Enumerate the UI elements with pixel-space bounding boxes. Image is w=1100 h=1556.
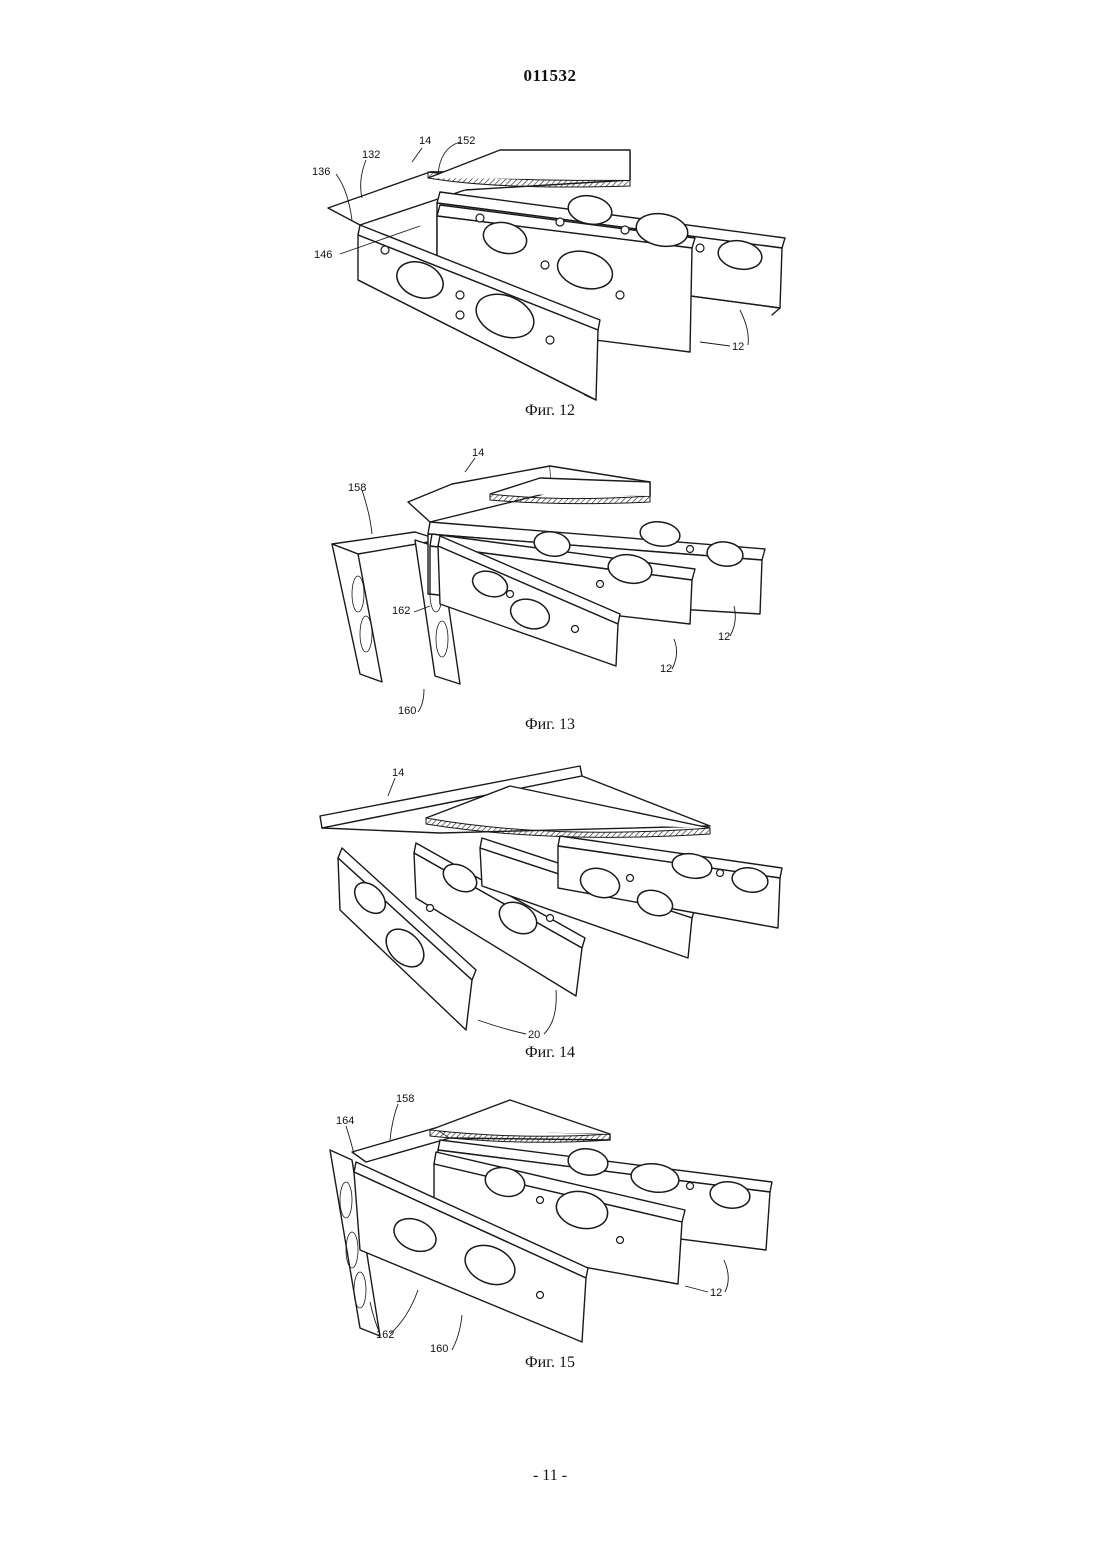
figure-15: 158 164 162 160 12 Фиг. 15 [300,1090,800,1390]
page-number: - 11 - [0,1467,1100,1485]
figure-13-caption: Фиг. 13 [300,716,800,734]
ref-158: 158 [396,1093,414,1105]
ref-164: 164 [336,1115,354,1127]
ref-14: 14 [472,447,484,459]
figure-12: 136 132 14 152 146 12 Фиг. 12 [300,130,800,430]
figure-12-drawing: 136 132 14 152 146 12 [300,130,800,410]
ref-14: 14 [392,767,404,779]
figure-15-caption: Фиг. 15 [300,1354,800,1372]
ref-14: 14 [419,135,431,147]
figure-13-drawing: 14 158 162 160 12 12 [300,444,800,724]
ref-20: 20 [528,1029,540,1041]
ref-132: 132 [362,149,380,161]
document-number: 011532 [0,66,1100,86]
ref-12: 12 [710,1287,722,1299]
ref-136: 136 [312,166,330,178]
ref-12: 12 [660,663,672,675]
figure-13: 14 158 162 160 12 12 Фиг. 13 [300,444,800,744]
figure-14-drawing: 14 20 [300,758,800,1048]
ref-158: 158 [348,482,366,494]
ref-12: 12 [732,341,744,353]
ref-146: 146 [314,249,332,261]
ref-12-second: 12 [718,631,730,643]
figure-14-caption: Фиг. 14 [300,1044,800,1062]
figure-15-drawing: 158 164 162 160 12 [300,1090,800,1370]
ref-152: 152 [457,135,475,147]
ref-162: 162 [392,605,410,617]
figure-12-caption: Фиг. 12 [300,402,800,420]
figure-14: 14 20 Фиг. 14 [300,758,800,1068]
